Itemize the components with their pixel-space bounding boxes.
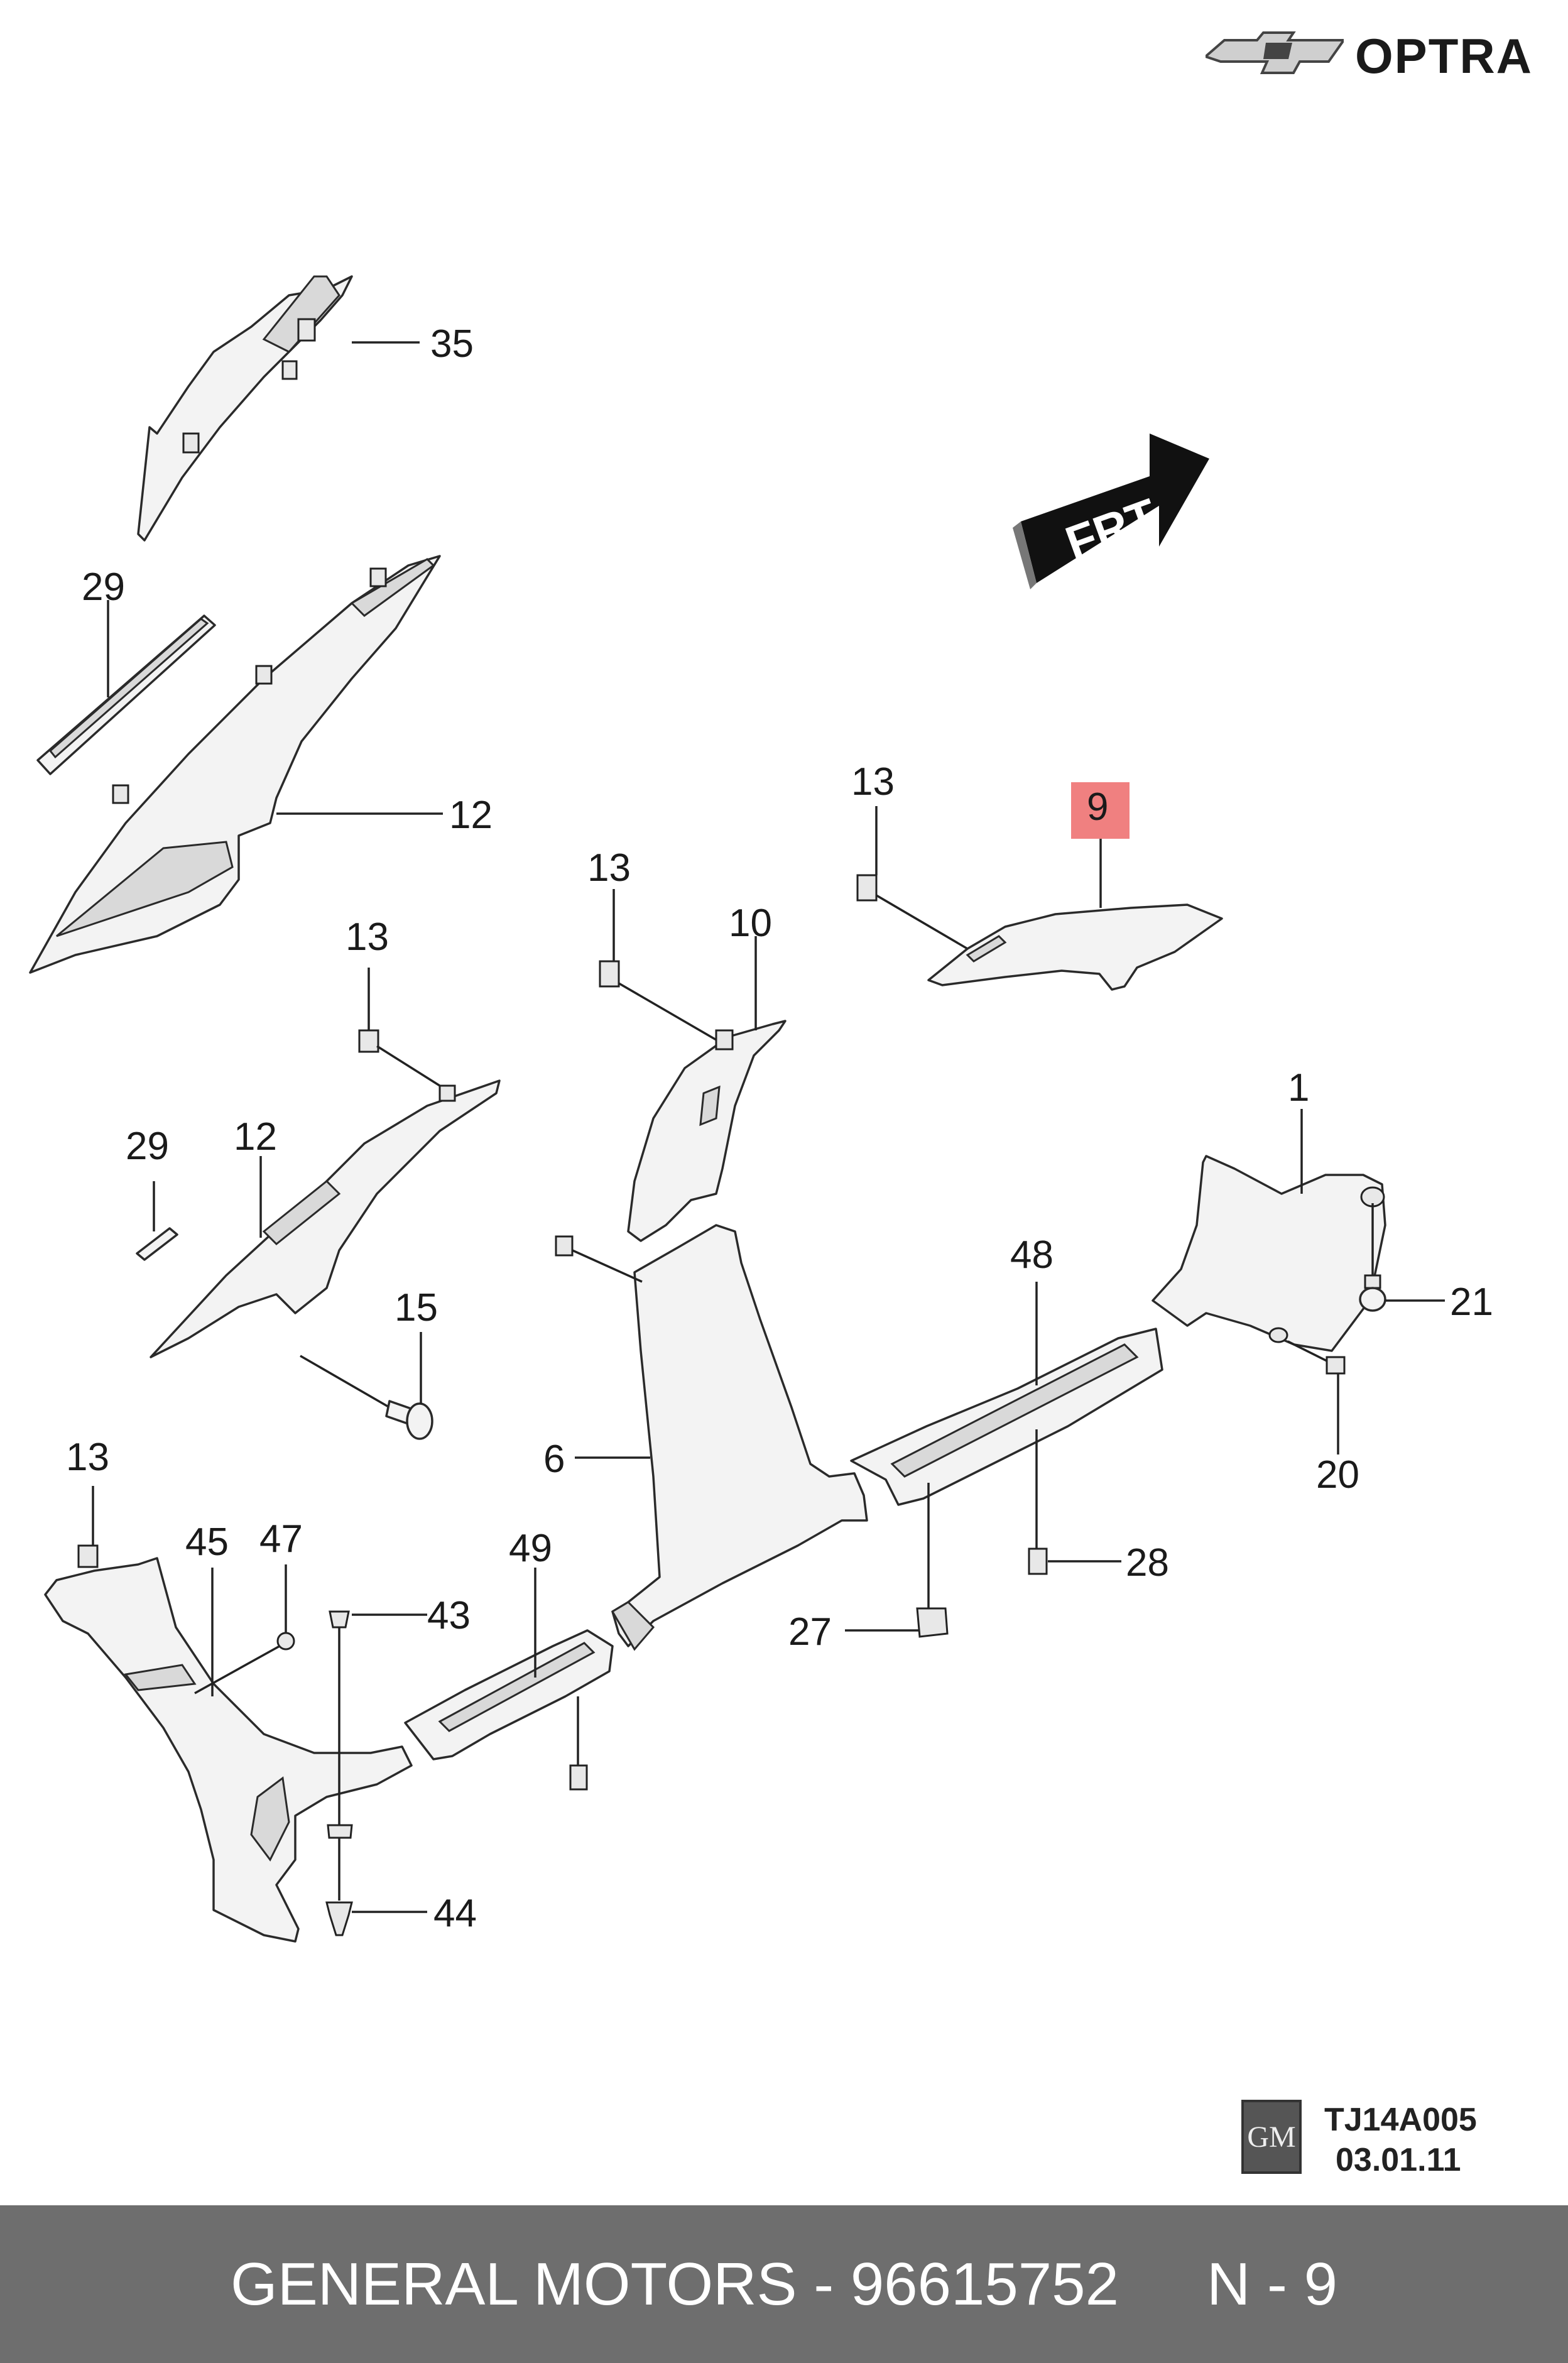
callout-49: 49: [509, 1527, 552, 1570]
part-13-clip-b: [599, 960, 620, 988]
callout-13-b: 13: [587, 846, 631, 890]
callout-1: 1: [1288, 1066, 1309, 1110]
part-12-lower-pillar: [150, 1079, 501, 1358]
callout-13-d: 13: [66, 1436, 109, 1479]
callout-12-upper: 12: [449, 794, 493, 837]
callout-35: 35: [430, 322, 474, 366]
callout-29-upper: 29: [82, 565, 125, 609]
callout-29-lower: 29: [126, 1125, 169, 1168]
callout-9-highlight: [1071, 782, 1130, 839]
callout-13-a: 13: [346, 915, 389, 959]
footer-bar: GENERAL MOTORS - 96615752 N - 9: [0, 2205, 1568, 2363]
part-44-push-clip: [325, 1838, 353, 1936]
callout-6: 6: [543, 1438, 565, 1481]
callout-13-c: 13: [851, 760, 895, 804]
callout-15: 15: [395, 1286, 438, 1329]
callout-27: 27: [788, 1610, 832, 1654]
part-27-clip: [916, 1483, 949, 1638]
part-20-screw: [1287, 1340, 1346, 1375]
reference-stamp: TJ14A005 03.01.11: [1324, 2100, 1477, 2180]
part-47-screw: [194, 1564, 295, 1694]
part-12-upper-pillar: [29, 555, 441, 974]
part-35-pillar-trim: [137, 275, 353, 542]
footer-manufacturer-part: GENERAL MOTORS - 96615752: [231, 2250, 1119, 2318]
callout-21: 21: [1450, 1280, 1493, 1324]
part-45-kick-panel: [44, 1557, 413, 1943]
part-15-push-pin: [300, 1355, 433, 1440]
front-arrow-label: FRT: [1059, 489, 1165, 570]
part-13-clip-d: [77, 1544, 99, 1568]
diagram-date: 03.01.11: [1336, 2142, 1461, 2178]
callout-43: 43: [427, 1594, 471, 1637]
part-10-upper-b-pillar: [627, 1020, 787, 1242]
callout-20: 20: [1316, 1453, 1359, 1497]
callout-48: 48: [1010, 1233, 1054, 1277]
footer-position: N - 9: [1206, 2250, 1337, 2318]
callout-12-lower: 12: [234, 1115, 277, 1159]
part-13-clip-c: [856, 874, 878, 902]
part-29-upper-strip: [36, 614, 216, 775]
callout-47: 47: [259, 1517, 303, 1561]
model-name: OPTRA: [1355, 28, 1533, 84]
part-29-lower-strip: [136, 1227, 178, 1261]
callout-28: 28: [1126, 1541, 1169, 1585]
part-13-clip-a: [358, 1029, 379, 1053]
part-48-rear-sill-plate: [850, 1328, 1163, 1506]
front-arrow-icon: FRT: [1013, 434, 1209, 589]
part-1-quarter-trim: [1152, 1155, 1386, 1352]
callout-44: 44: [433, 1892, 477, 1935]
part-49-front-sill-plate: [404, 1629, 614, 1760]
part-6-b-pillar-lower: [611, 1224, 868, 1651]
part-21-plug: [1359, 1203, 1386, 1312]
part-43-bolt: [327, 1610, 353, 1839]
callout-10: 10: [729, 902, 772, 945]
callout-9: 9: [1087, 785, 1108, 829]
part-28-clip: [1028, 1429, 1048, 1575]
chevrolet-bowtie-icon: [1206, 31, 1344, 74]
callout-45: 45: [185, 1520, 229, 1564]
brand-header: OPTRA: [1206, 28, 1533, 85]
diagram-code: TJ14A005: [1324, 2102, 1477, 2138]
part-9-rocker-trim: [927, 903, 1223, 991]
parts-diagram: FRT 35 29 12 13 12: [29, 275, 1493, 1943]
gm-logo: GM: [1241, 2100, 1302, 2174]
